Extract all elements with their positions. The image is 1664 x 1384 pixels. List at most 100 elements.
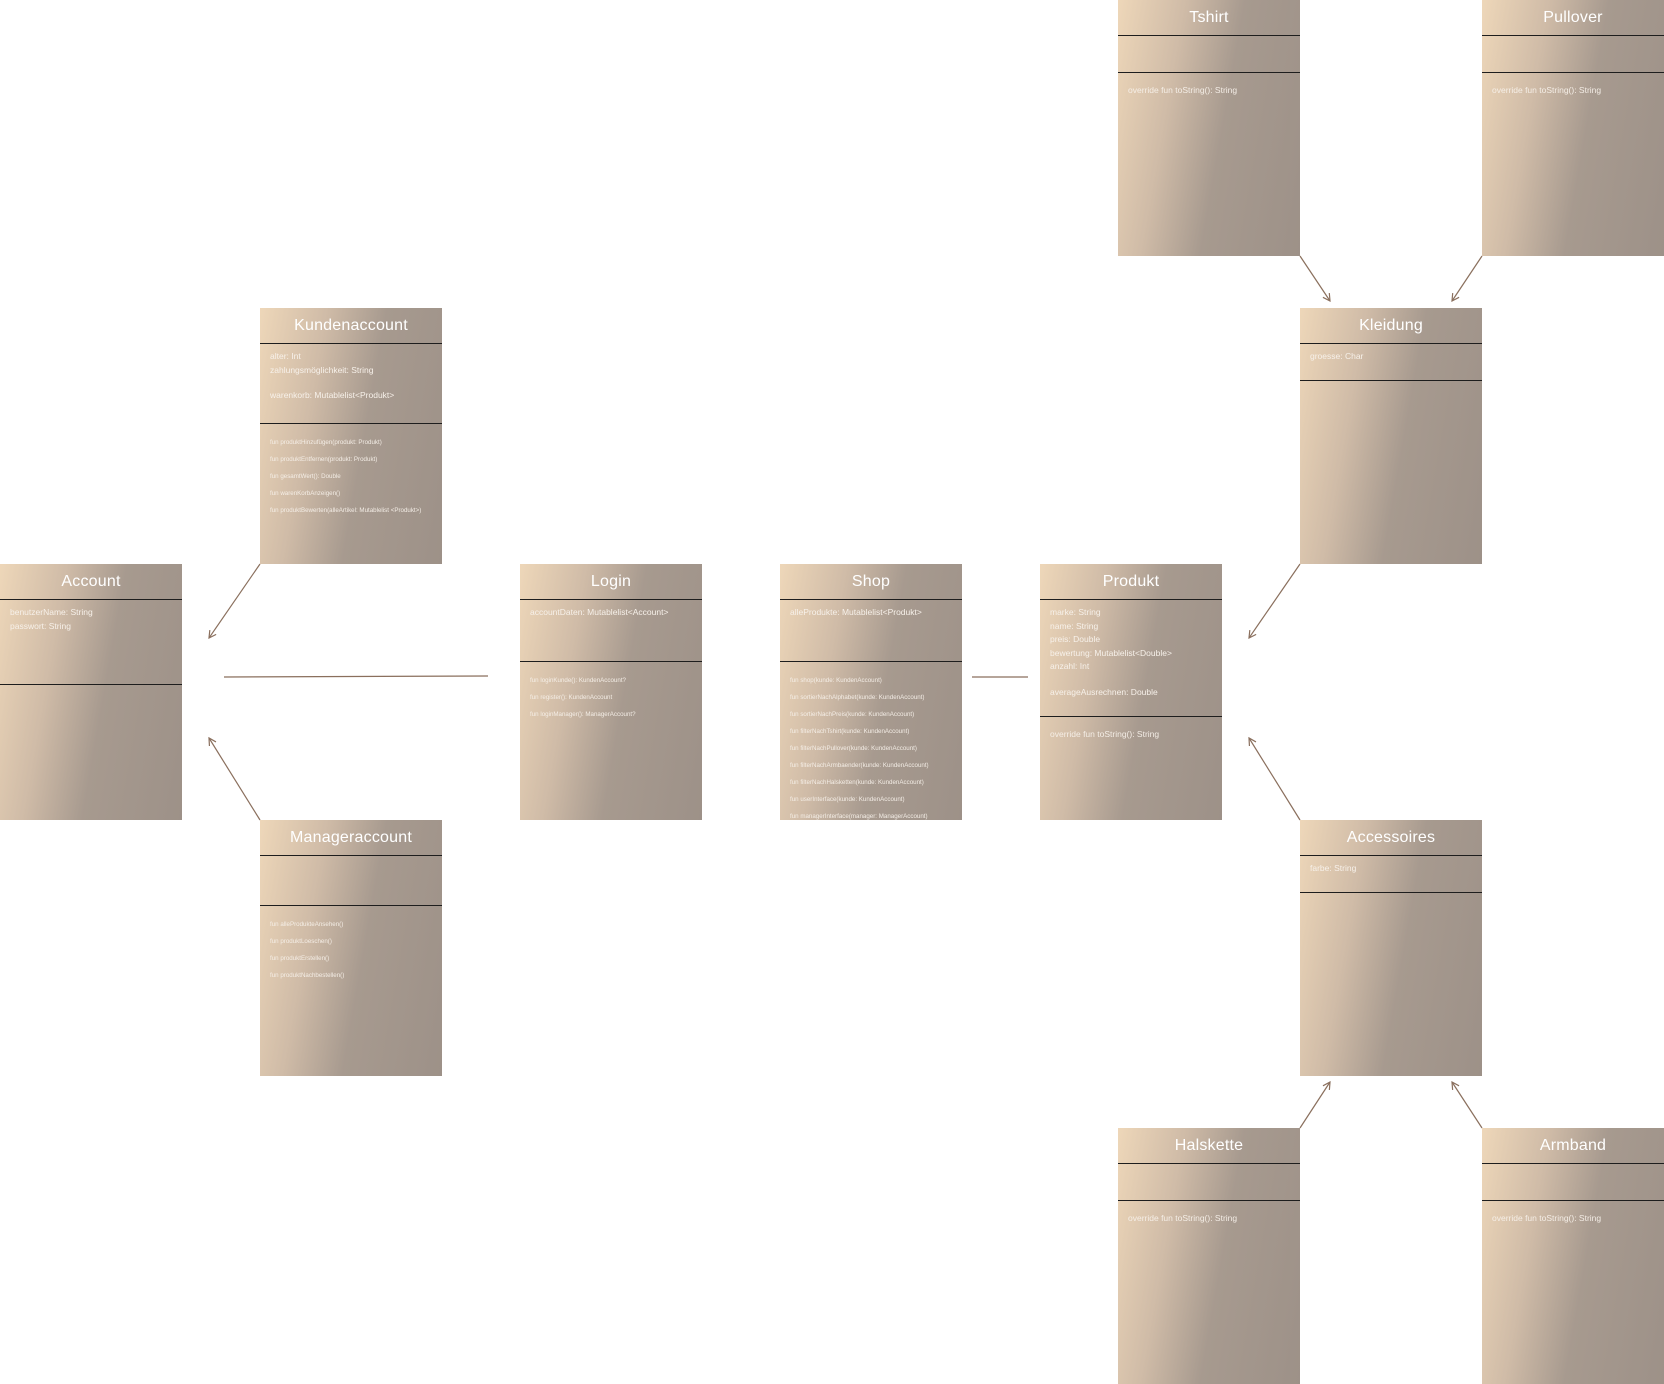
attribute-compartment: alleProdukte: Mutablelist<Produkt>: [780, 600, 962, 662]
method: override fun toString(): String: [1128, 85, 1238, 95]
attribute-compartment: groesse: Char: [1300, 344, 1482, 381]
attribute: benutzerName: String: [10, 607, 93, 617]
relation-accessoires-to-produkt: [1248, 736, 1301, 821]
class-name: Armband: [1482, 1128, 1664, 1164]
method: fun produktHinzufügen(produkt: Produkt): [270, 439, 382, 446]
relation-pullover-to-kleidung: [1451, 255, 1483, 303]
attribute-compartment: accountDaten: Mutablelist<Account>: [520, 600, 702, 662]
method: fun produktLoeschen(): [270, 938, 332, 945]
arrowhead: [1248, 629, 1257, 640]
class-box-accessoires[interactable]: Accessoires farbe: String: [1300, 820, 1482, 1076]
method-compartment: fun loginKunde(): KundenAccount? fun regi…: [520, 662, 702, 723]
attribute: passwort: String: [10, 620, 71, 631]
class-name: Login: [520, 564, 702, 600]
method-compartment: override fun toString(): String: [1118, 73, 1300, 97]
class-name: Tshirt: [1118, 0, 1300, 36]
attribute: preis: Double: [1050, 634, 1101, 644]
class-name: Produkt: [1040, 564, 1222, 600]
method: fun warenKorbAnzeigen(): [270, 490, 341, 497]
class-name: Account: [0, 564, 182, 600]
method: override fun toString(): String: [1492, 85, 1602, 95]
method: fun managerInterface(manager: ManagerAcc…: [790, 813, 928, 820]
method: fun filterNachTshirt(kunde: KundenAccoun…: [790, 728, 910, 735]
class-name: Pullover: [1482, 0, 1664, 36]
attribute: bewertung: Mutablelist<Double>: [1050, 647, 1172, 658]
attribute: marke: String: [1050, 607, 1101, 617]
method: fun shop(kunde: KundenAccount): [790, 677, 882, 684]
arrowhead: [1451, 292, 1460, 303]
class-box-account[interactable]: Account benutzerName: String passwort: Str…: [0, 564, 182, 820]
class-box-kundenaccount[interactable]: Kundenaccount alter: Int zahlungsmöglichke…: [260, 308, 442, 564]
relation-kundenaccount-to-account: [208, 563, 261, 640]
class-name: Shop: [780, 564, 962, 600]
class-name: Manageraccount: [260, 820, 442, 856]
attribute-compartment: [1118, 1164, 1300, 1201]
method-compartment: override fun toString(): String: [1040, 717, 1222, 741]
attribute: accountDaten: Mutablelist<Account>: [530, 607, 669, 617]
arrowhead: [1322, 1080, 1331, 1091]
method: fun sortierNachAlphabet(kunde: KundenAcc…: [790, 694, 925, 701]
attribute: groesse: Char: [1310, 351, 1364, 361]
method: fun gesamtWert(): Double: [270, 473, 341, 480]
attribute: alleProdukte: Mutablelist<Produkt>: [790, 607, 922, 617]
attribute-spacer: [1050, 674, 1212, 686]
method: fun produktEntfernen(produkt: Produkt): [270, 456, 378, 463]
attribute: name: String: [1050, 620, 1099, 631]
attribute-compartment: [1118, 36, 1300, 73]
method: override fun toString(): String: [1492, 1213, 1602, 1223]
class-box-armband[interactable]: Armband override fun toString(): String: [1482, 1128, 1664, 1384]
class-box-login[interactable]: Login accountDaten: Mutablelist<Account> f…: [520, 564, 702, 820]
class-name: Accessoires: [1300, 820, 1482, 856]
method-compartment: [0, 685, 182, 695]
relation-halskette-to-accessoires: [1299, 1080, 1331, 1129]
attribute-spacer: [270, 377, 432, 389]
method-compartment: fun alleProdukteAnsehen()fun produktLoes…: [260, 906, 442, 984]
method: fun filterNachArmbaender(kunde: KundenAc…: [790, 762, 929, 769]
method: fun loginManager(): ManagerAccount?: [530, 711, 636, 718]
method: fun loginKunde(): KundenAccount?: [530, 677, 626, 684]
attribute: anzahl: Int: [1050, 661, 1090, 671]
method: fun produktErstellen(): [270, 955, 330, 962]
arrowhead: [1248, 736, 1257, 747]
class-box-pullover[interactable]: Pullover override fun toString(): String: [1482, 0, 1664, 256]
method-compartment: [1300, 381, 1482, 391]
method-compartment: override fun toString(): String: [1118, 1201, 1300, 1225]
method-compartment: [1300, 893, 1482, 903]
attribute: zahlungsmöglichkeit: String: [270, 364, 374, 375]
arrowhead: [208, 736, 217, 747]
class-box-tshirt[interactable]: Tshirt override fun toString(): String: [1118, 0, 1300, 256]
arrowhead: [1451, 1080, 1460, 1091]
attribute-compartment: [1482, 36, 1664, 73]
method: fun register(): KundenAccount: [530, 694, 613, 701]
relation-tshirt-to-kleidung: [1299, 255, 1331, 303]
attribute-compartment: farbe: String: [1300, 856, 1482, 893]
method: override fun toString(): String: [1128, 1213, 1238, 1223]
method-compartment: fun produktHinzufügen(produkt: Produkt) f…: [260, 424, 442, 519]
relation-armband-to-accessoires: [1451, 1080, 1483, 1129]
class-box-produkt[interactable]: Produkt marke: String name: String preis: D…: [1040, 564, 1222, 820]
attribute: warenkorb: Mutablelist<Produkt>: [270, 390, 395, 400]
attribute: farbe: String: [1310, 863, 1357, 873]
attribute-compartment: [260, 856, 442, 906]
relation-account-to-login: [223, 675, 489, 678]
class-box-halskette[interactable]: Halskette override fun toString(): String: [1118, 1128, 1300, 1384]
method: fun filterNachPullover(kunde: KundenAcco…: [790, 745, 917, 752]
relation-kleidung-to-produkt: [1248, 563, 1301, 640]
arrowhead: [1322, 292, 1331, 303]
class-name: Kundenaccount: [260, 308, 442, 344]
class-name: Halskette: [1118, 1128, 1300, 1164]
attribute: averageAusrechnen: Double: [1050, 686, 1158, 697]
class-box-shop[interactable]: Shop alleProdukte: Mutablelist<Produkt> fu…: [780, 564, 962, 820]
attribute-compartment: marke: String name: String preis: Double be…: [1040, 600, 1222, 717]
method: fun produktNachbestellen(): [270, 972, 345, 979]
attribute: alter: Int: [270, 351, 301, 361]
class-box-manageraccount[interactable]: Manageraccount fun alleProdukteAnsehen()f…: [260, 820, 442, 1076]
method-compartment: fun shop(kunde: KundenAccount) fun sortie…: [780, 662, 962, 820]
arrowhead: [208, 629, 217, 640]
method-compartment: override fun toString(): String: [1482, 1201, 1664, 1225]
attribute-compartment: [1482, 1164, 1664, 1201]
method: fun produktBewerten(alleArtikel: Mutable…: [270, 507, 422, 514]
relation-manageraccount-to-account: [208, 736, 261, 821]
attribute-compartment: benutzerName: String passwort: String: [0, 600, 182, 685]
